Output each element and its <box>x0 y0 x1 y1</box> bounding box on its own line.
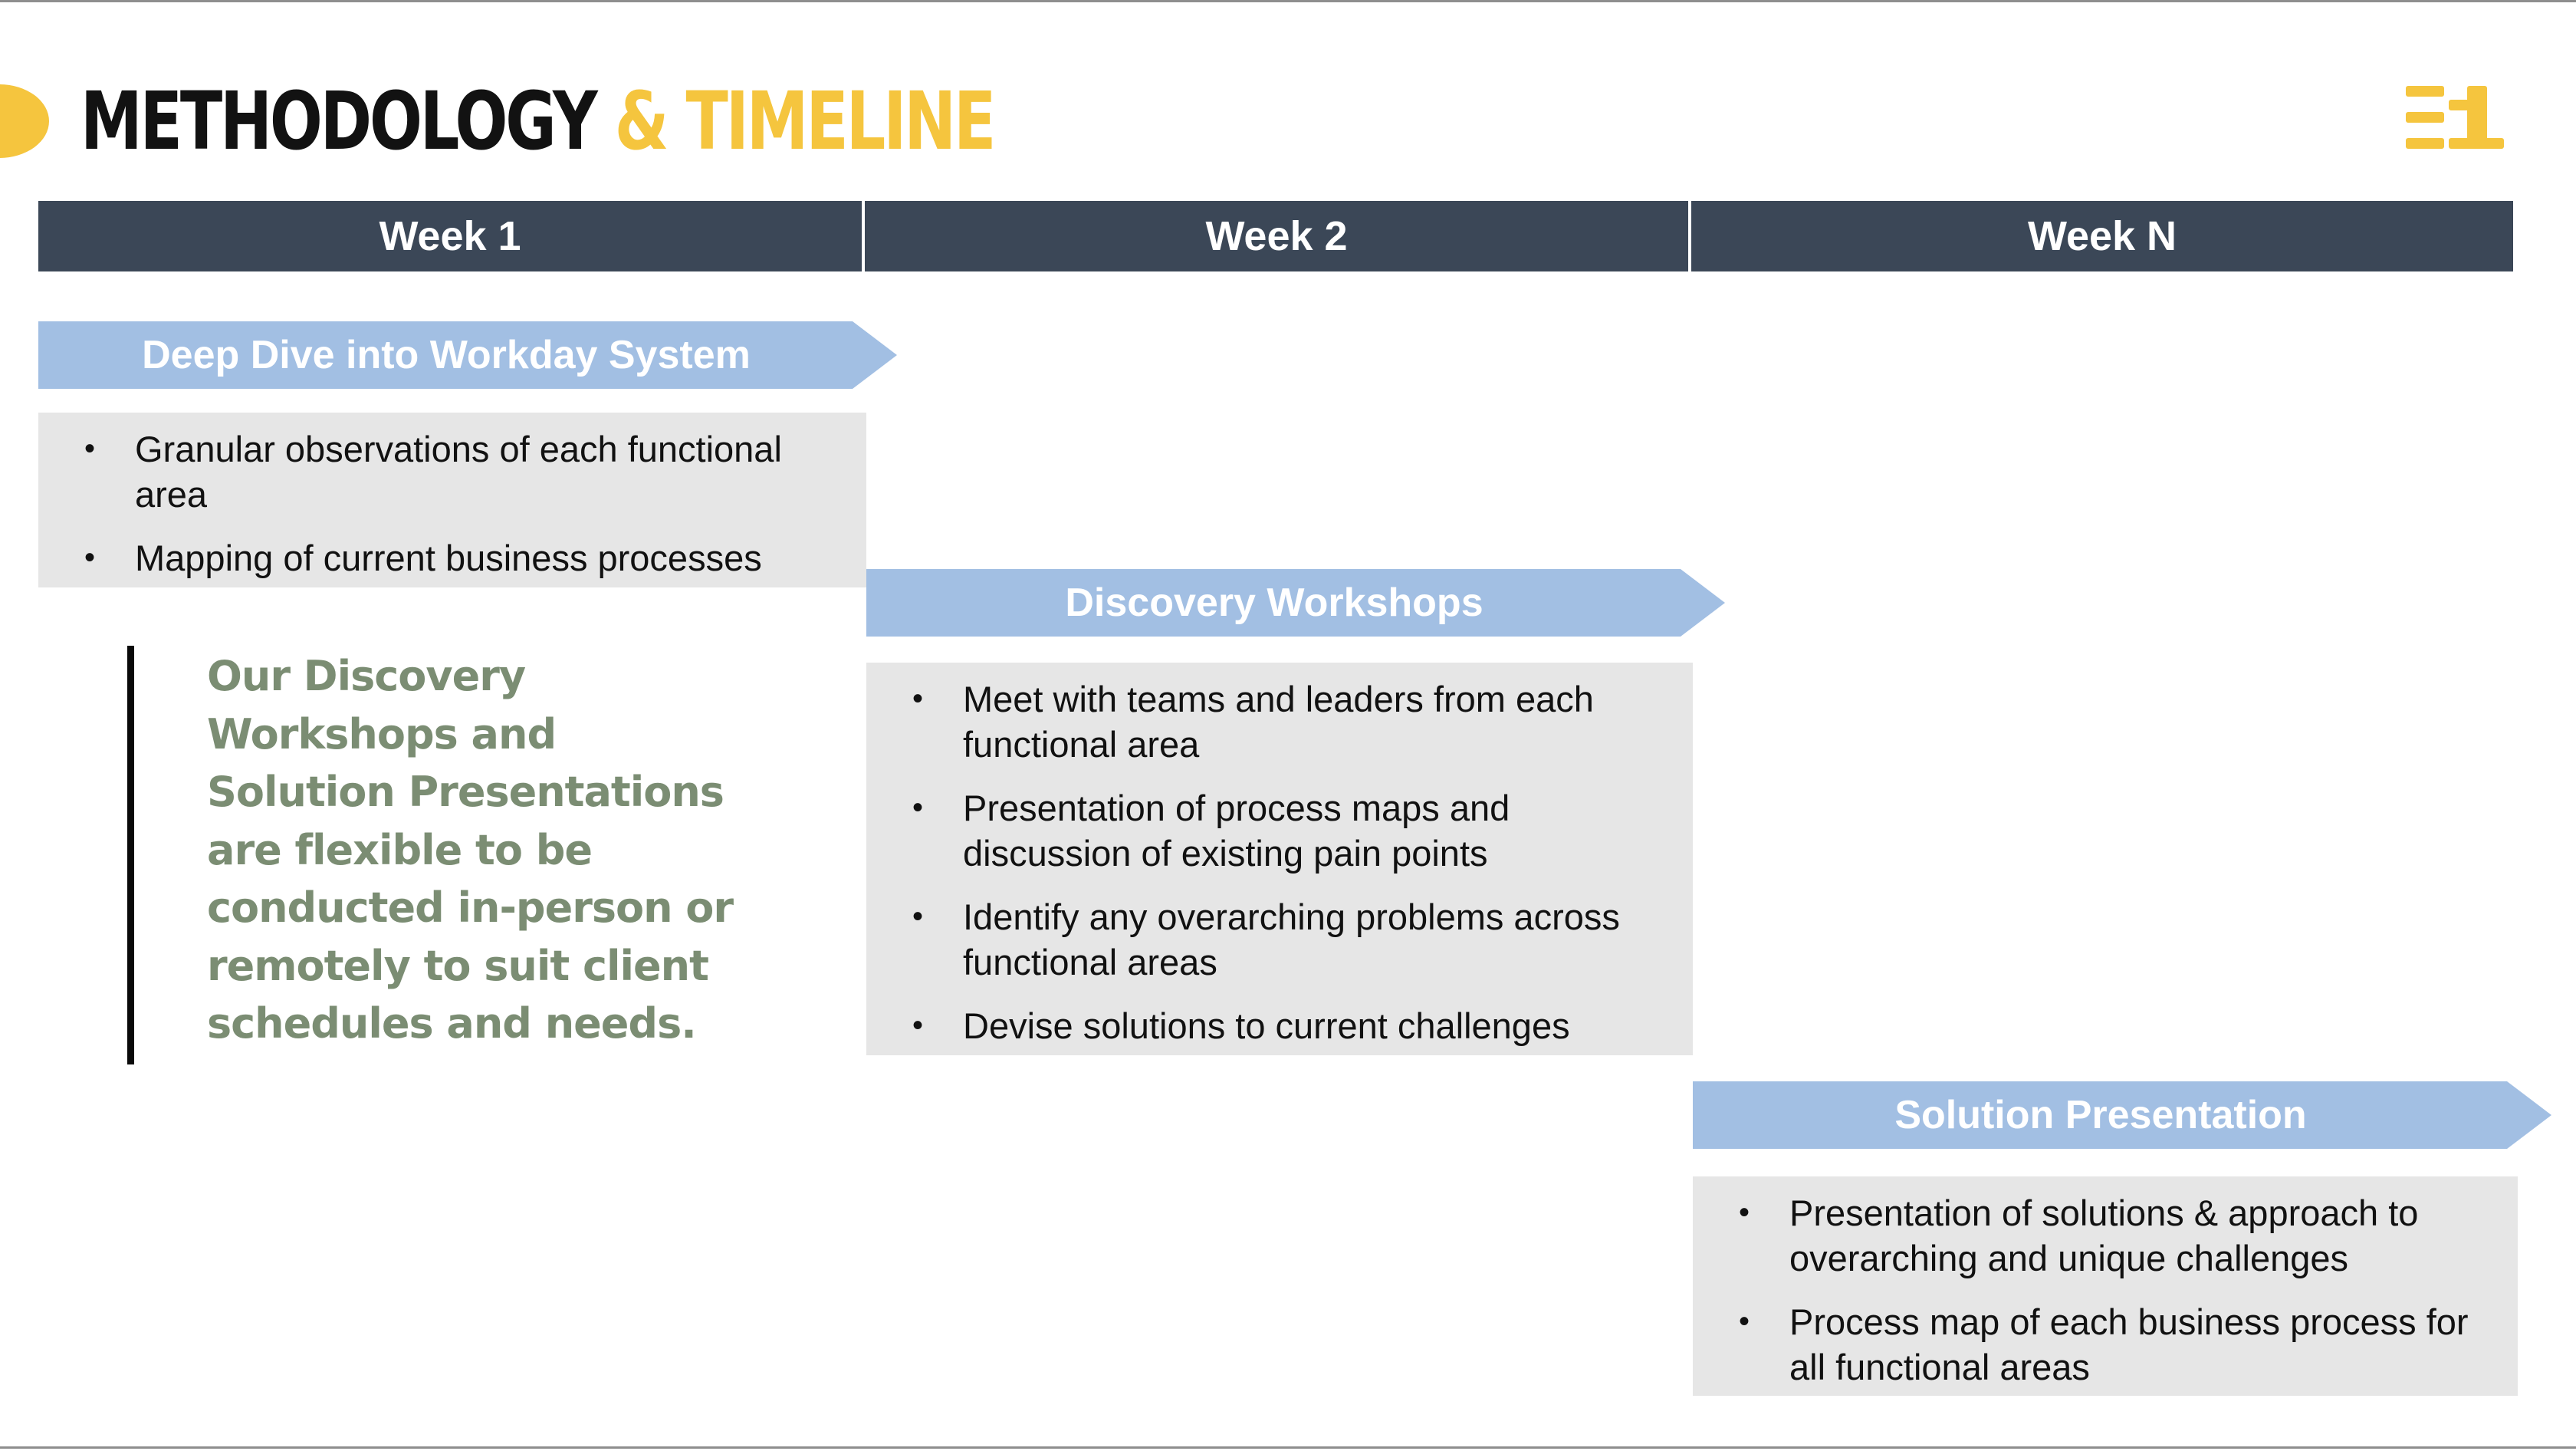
bullet-text: Process map of each business process for… <box>1789 1301 2469 1387</box>
phase-label: Discovery Workshops <box>1065 581 1484 625</box>
page-title: METHODOLOGY & TIMELINE <box>80 67 997 175</box>
list-item: • Meet with teams and leaders from each f… <box>889 676 1662 767</box>
phase-details-deep-dive: • Granular observations of each functiona… <box>38 413 866 587</box>
bullet-text: Granular observations of each functional… <box>135 429 782 515</box>
e1-logo-icon <box>2406 86 2504 149</box>
callout-quote: Our Discovery Workshops and Solution Pre… <box>207 652 734 1048</box>
bullet-text: Meet with teams and leaders from each fu… <box>963 679 1594 765</box>
bullet-icon: • <box>912 682 924 716</box>
bullet-text: Identify any overarching problems across… <box>963 897 1620 982</box>
bullet-icon: • <box>1739 1196 1750 1229</box>
list-item: • Identify any overarching problems acros… <box>889 894 1662 985</box>
week-header-1: Week 1 <box>38 201 862 271</box>
bullet-icon: • <box>84 432 96 466</box>
bullet-text: Presentation of process maps and discuss… <box>963 788 1510 874</box>
bullet-icon: • <box>84 541 96 574</box>
phase-arrow-discovery-workshops: Discovery Workshops <box>866 569 1725 637</box>
list-item: • Presentation of process maps and discus… <box>889 785 1662 876</box>
bullet-icon: • <box>912 1008 924 1042</box>
title-accent: & TIMELINE <box>614 74 997 168</box>
title-accent-dot <box>0 84 49 158</box>
title-main: METHODOLOGY <box>80 74 598 168</box>
bullet-text: Devise solutions to current challenges <box>963 1005 1570 1046</box>
list-item: • Process map of each business process fo… <box>1716 1299 2487 1390</box>
phase-details-solution-presentation: • Presentation of solutions & approach to… <box>1693 1176 2518 1396</box>
list-item: • Devise solutions to current challenges <box>889 1003 1662 1048</box>
phase-details-discovery-workshops: • Meet with teams and leaders from each f… <box>866 663 1693 1055</box>
bullet-text: Presentation of solutions & approach to … <box>1789 1193 2419 1278</box>
list-item: • Mapping of current business processes <box>61 535 836 581</box>
bullet-icon: • <box>912 900 924 933</box>
top-divider <box>0 0 2576 2</box>
bullet-icon: • <box>912 791 924 824</box>
list-item: • Presentation of solutions & approach to… <box>1716 1190 2487 1281</box>
phase-arrow-solution-presentation: Solution Presentation <box>1693 1081 2551 1149</box>
week-header-n: Week N <box>1691 201 2513 271</box>
phase-label: Solution Presentation <box>1894 1093 2307 1137</box>
phase-arrow-deep-dive: Deep Dive into Workday System <box>38 321 897 389</box>
bullet-text: Mapping of current business processes <box>135 538 762 578</box>
week-header-2: Week 2 <box>865 201 1688 271</box>
bottom-divider <box>0 1446 2576 1449</box>
list-item: • Granular observations of each functiona… <box>61 426 836 517</box>
phase-label: Deep Dive into Workday System <box>142 333 751 377</box>
quote-accent-bar <box>127 646 134 1064</box>
bullet-icon: • <box>1739 1305 1750 1338</box>
